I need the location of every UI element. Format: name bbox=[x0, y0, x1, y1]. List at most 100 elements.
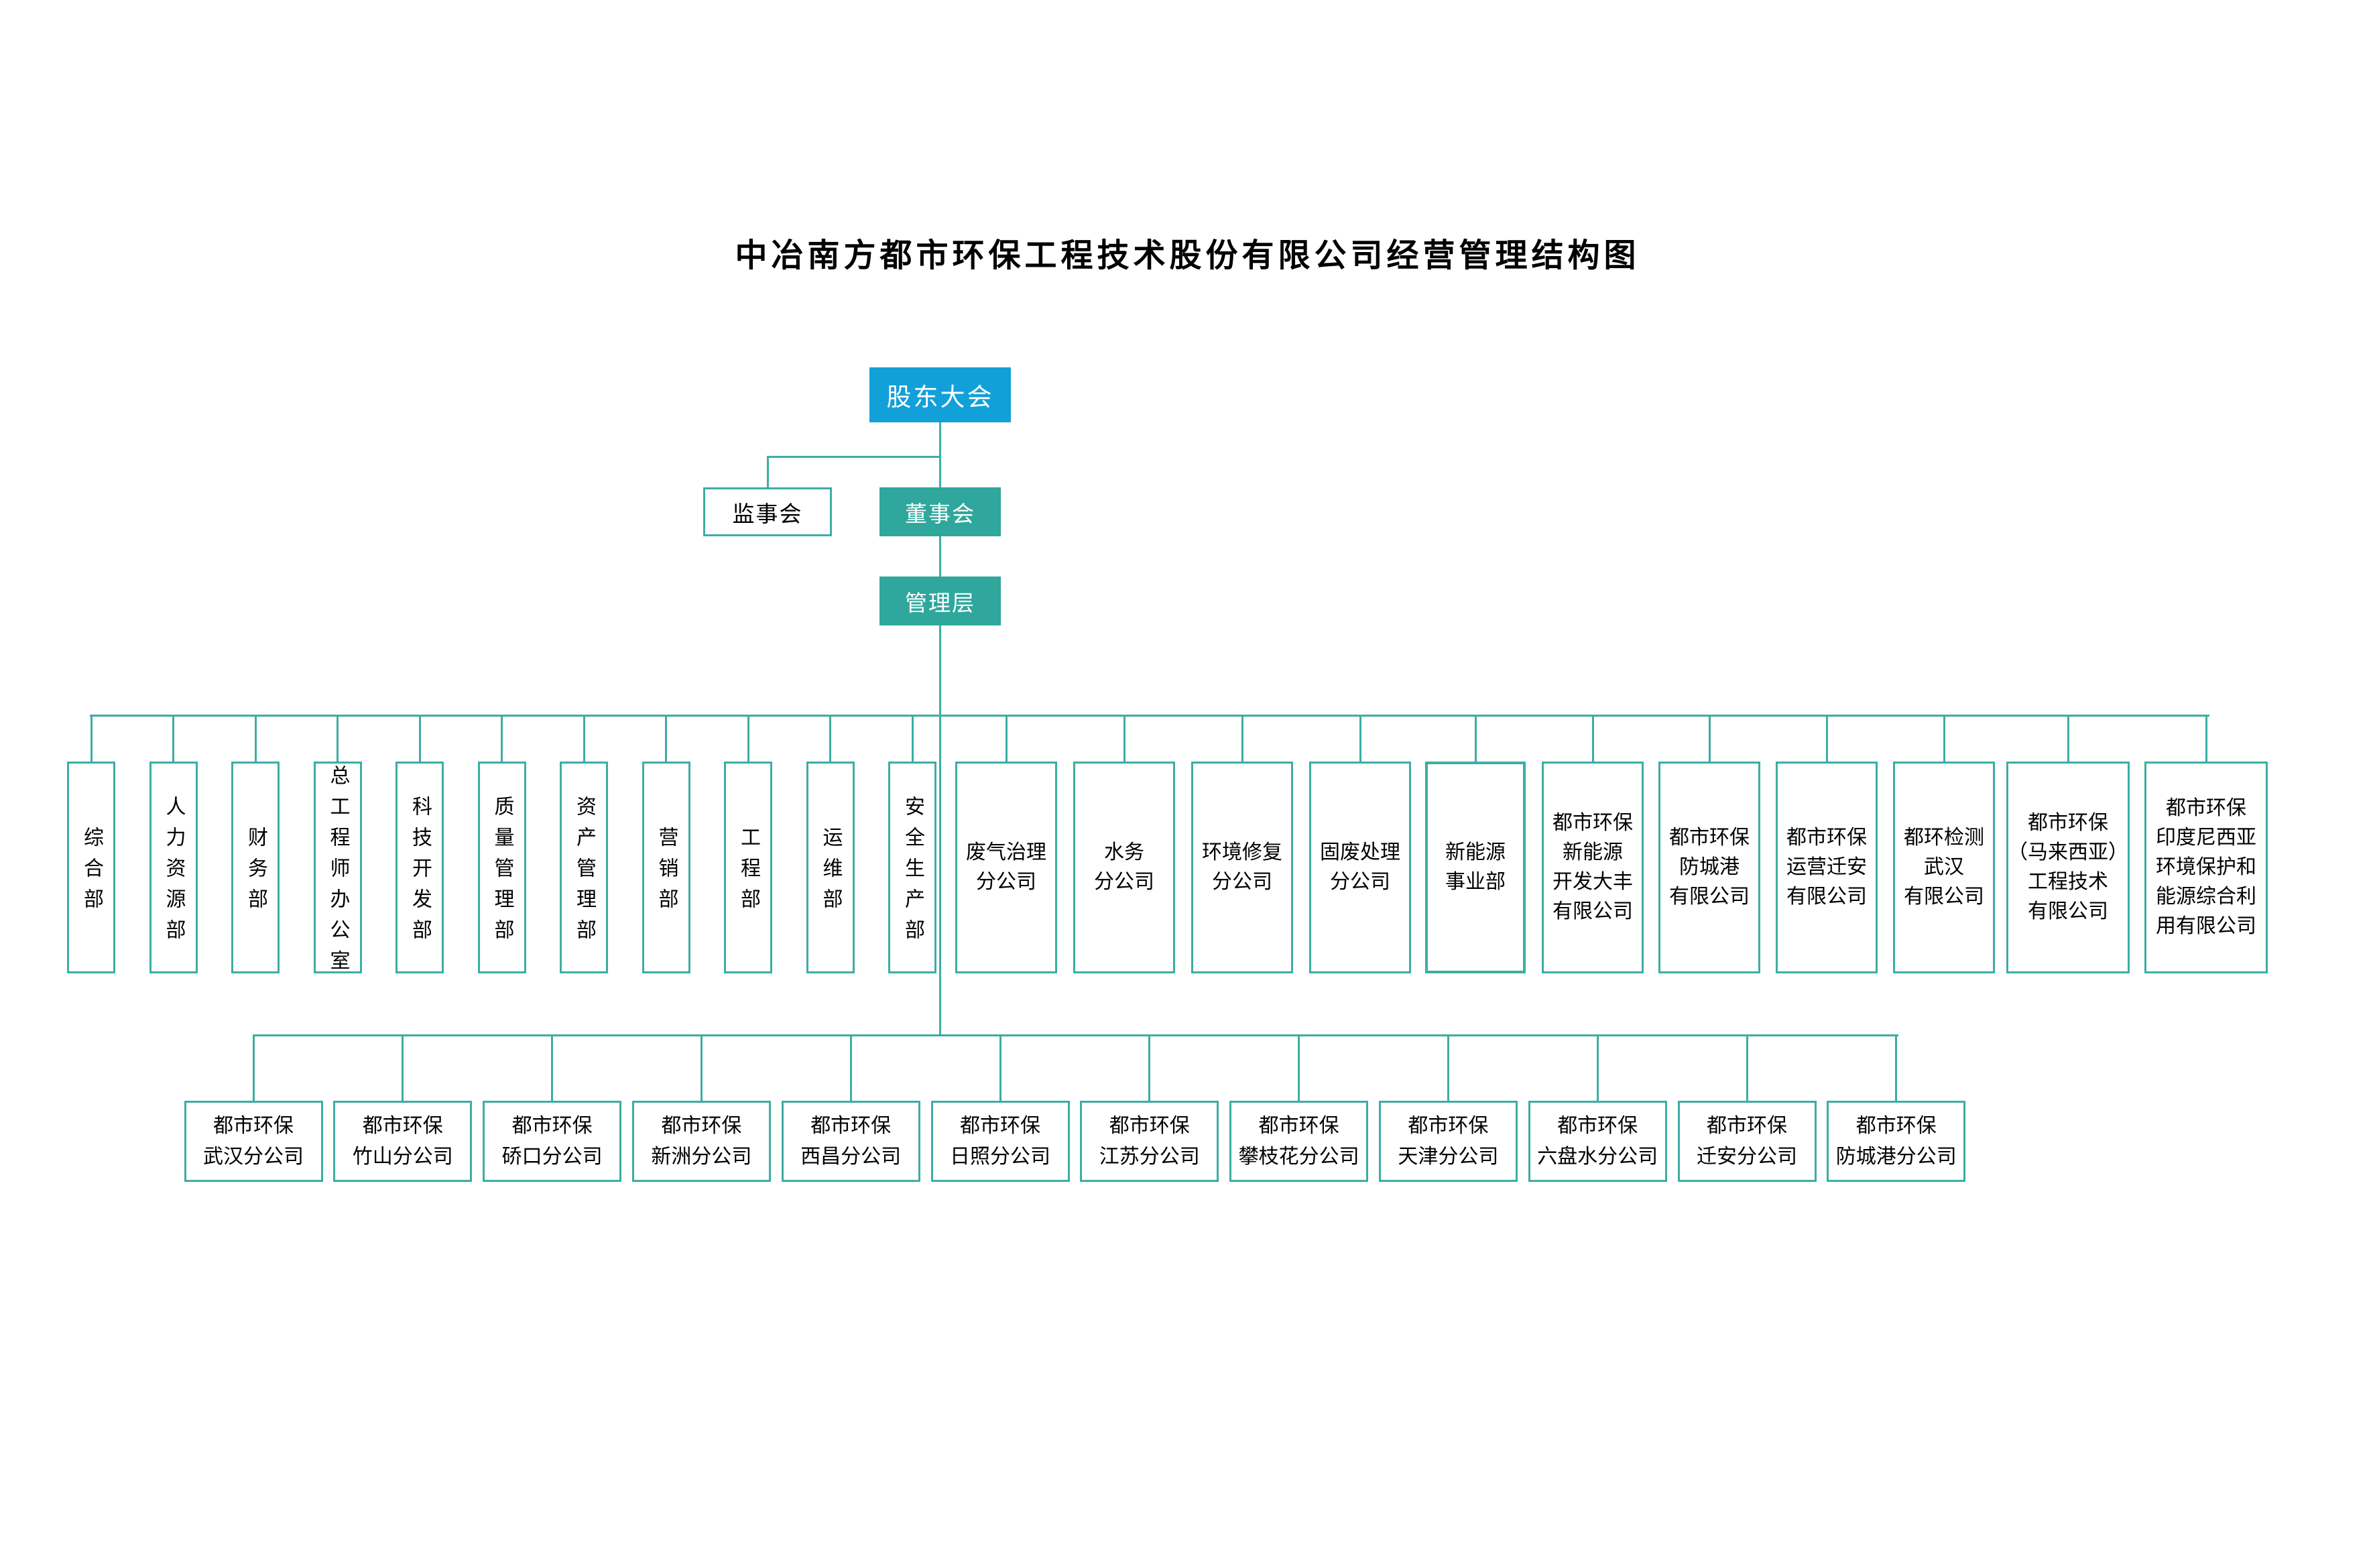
org-node-department: 资产管理部 bbox=[560, 762, 608, 973]
org-node-label: 资产管理部 bbox=[573, 796, 595, 950]
org-node-branch: 都市环保六盘水分公司 bbox=[1528, 1101, 1667, 1182]
org-node-label-line: 都市环保 bbox=[1552, 812, 1633, 834]
org-node-label-line: 运营迁安 bbox=[1786, 856, 1867, 878]
connector-bus-level2 bbox=[90, 715, 2209, 717]
org-node-label-line: 都环检测 bbox=[1904, 827, 1984, 849]
org-node-label-line: 有限公司 bbox=[1786, 886, 1867, 908]
org-node-label-line: 都市环保 bbox=[1557, 1114, 1638, 1137]
org-node-business-unit: 都市环保（马来西亚）工程技术有限公司 bbox=[2006, 762, 2130, 973]
org-node-label-line: 水务 bbox=[1104, 841, 1144, 863]
org-node-label-line: 固废处理 bbox=[1320, 841, 1400, 863]
org-node-label-line: 分公司 bbox=[1094, 871, 1154, 893]
org-node-label: 科技开发部 bbox=[409, 796, 431, 950]
connector-drop bbox=[1708, 715, 1711, 762]
org-node-label-line: 江苏分公司 bbox=[1099, 1145, 1200, 1168]
connector-drop bbox=[501, 715, 503, 762]
org-node-label-line: 都市环保 bbox=[1786, 827, 1867, 849]
org-node-label: 安全生产部 bbox=[902, 796, 924, 950]
org-node-business-unit: 新能源事业部 bbox=[1425, 762, 1526, 973]
org-node-label-line: 工程技术 bbox=[2028, 871, 2108, 893]
org-node-label-line: 防城港 bbox=[1679, 856, 1740, 878]
org-node-label-line: 开发大丰 bbox=[1552, 871, 1633, 893]
org-node-label-line: 分公司 bbox=[1330, 871, 1390, 893]
connector-drop bbox=[252, 1034, 255, 1101]
org-node-business-unit: 都环检测武汉有限公司 bbox=[1893, 762, 1995, 973]
org-node-business-unit: 都市环保防城港有限公司 bbox=[1658, 762, 1760, 973]
org-node-label-line: 都市环保 bbox=[362, 1114, 443, 1137]
org-node-department: 财务部 bbox=[231, 762, 280, 973]
org-node-label: 董事会 bbox=[905, 501, 975, 526]
org-node-label-line: 用有限公司 bbox=[2156, 915, 2256, 937]
org-node-business-unit: 都市环保新能源开发大丰有限公司 bbox=[1542, 762, 1644, 973]
org-node-label: 质量管理部 bbox=[491, 796, 513, 950]
connector-drop bbox=[1123, 715, 1125, 762]
connector-drop bbox=[1591, 715, 1594, 762]
org-node-label-line: 分公司 bbox=[976, 871, 1036, 893]
connector-drop bbox=[849, 1034, 852, 1101]
org-node-label-line: 都市环保 bbox=[213, 1114, 294, 1137]
org-node-label-line: 防城港分公司 bbox=[1835, 1145, 1957, 1168]
org-node-label: 监事会 bbox=[732, 501, 803, 526]
connector-drop bbox=[1005, 715, 1008, 762]
org-node-label-line: 能源综合利 bbox=[2156, 886, 2256, 908]
org-node-branch: 都市环保攀枝花分公司 bbox=[1229, 1101, 1369, 1182]
org-node-label-line: 都市环保 bbox=[1258, 1114, 1339, 1137]
connector-drop bbox=[665, 715, 667, 762]
connector-bus-level3 bbox=[253, 1034, 1898, 1036]
org-node-branch: 都市环保日照分公司 bbox=[930, 1101, 1070, 1182]
org-node-label: 工程部 bbox=[737, 827, 759, 919]
org-node-board-of-directors: 董事会 bbox=[879, 487, 1001, 536]
org-node-label-line: 六盘水分公司 bbox=[1537, 1145, 1658, 1168]
org-node-business-unit: 废气治理分公司 bbox=[955, 762, 1057, 973]
connector-drop bbox=[1943, 715, 1945, 762]
org-node-label-line: 竹山分公司 bbox=[352, 1145, 453, 1168]
org-node-label-line: 有限公司 bbox=[1904, 886, 1984, 908]
org-node-business-unit: 环境修复分公司 bbox=[1191, 762, 1293, 973]
connector-drop bbox=[700, 1034, 703, 1101]
org-node-label-line: 都市环保 bbox=[2166, 797, 2246, 819]
org-node-label-line: 有限公司 bbox=[1552, 900, 1633, 922]
connector-drop bbox=[254, 715, 257, 762]
org-node-label-line: 都市环保 bbox=[1408, 1114, 1489, 1137]
connector-drop bbox=[1895, 1034, 1898, 1101]
connector-drop bbox=[911, 715, 914, 762]
org-node-branch: 都市环保武汉分公司 bbox=[184, 1101, 323, 1182]
org-node-label: 管理层 bbox=[905, 590, 975, 615]
org-node-label-line: 西昌分公司 bbox=[800, 1145, 902, 1168]
org-node-branch: 都市环保竹山分公司 bbox=[333, 1101, 473, 1182]
org-node-label-line: 武汉分公司 bbox=[203, 1145, 304, 1168]
page-title: 中冶南方都市环保工程技术股份有限公司经营管理结构图 bbox=[735, 238, 1640, 274]
org-node-label-line: 武汉 bbox=[1924, 856, 1964, 878]
org-node-branch: 都市环保硚口分公司 bbox=[483, 1101, 622, 1182]
connector-drop bbox=[337, 715, 339, 762]
connector-drop bbox=[2205, 715, 2207, 762]
connector-drop bbox=[418, 715, 421, 762]
org-node-label: 人力资源部 bbox=[162, 796, 185, 950]
org-node-label-line: 攀枝花分公司 bbox=[1238, 1145, 1359, 1168]
org-node-label-line: 日照分公司 bbox=[950, 1145, 1050, 1168]
org-node-department: 运维部 bbox=[806, 762, 855, 973]
org-node-business-unit: 水务分公司 bbox=[1073, 762, 1175, 973]
org-node-label-line: 分公司 bbox=[1212, 871, 1272, 893]
org-node-label-line: 印度尼西亚 bbox=[2156, 827, 2256, 849]
org-node-label-line: 废气治理 bbox=[966, 841, 1046, 863]
org-node-management: 管理层 bbox=[879, 577, 1001, 625]
connector-shareholders-to-board bbox=[939, 422, 941, 487]
org-node-business-unit: 固废处理分公司 bbox=[1309, 762, 1411, 973]
connector-drop bbox=[1746, 1034, 1748, 1101]
org-node-shareholders-meeting: 股东大会 bbox=[869, 367, 1011, 422]
org-node-department: 总工程师办公室 bbox=[313, 762, 362, 981]
connector-drop bbox=[1148, 1034, 1151, 1101]
connector-management-trunk bbox=[939, 625, 941, 1036]
org-node-department: 工程部 bbox=[724, 762, 772, 973]
connector-drop bbox=[747, 715, 749, 762]
org-node-label-line: 都市环保 bbox=[960, 1114, 1040, 1137]
org-node-label-line: 都市环保 bbox=[1109, 1114, 1190, 1137]
org-node-department: 科技开发部 bbox=[395, 762, 444, 973]
org-node-label-line: 都市环保 bbox=[1707, 1114, 1787, 1137]
org-node-branch: 都市环保迁安分公司 bbox=[1677, 1101, 1817, 1182]
connector-drop bbox=[2067, 715, 2069, 762]
org-node-supervisory-board: 监事会 bbox=[703, 487, 832, 536]
org-node-label-line: 都市环保 bbox=[511, 1114, 593, 1137]
